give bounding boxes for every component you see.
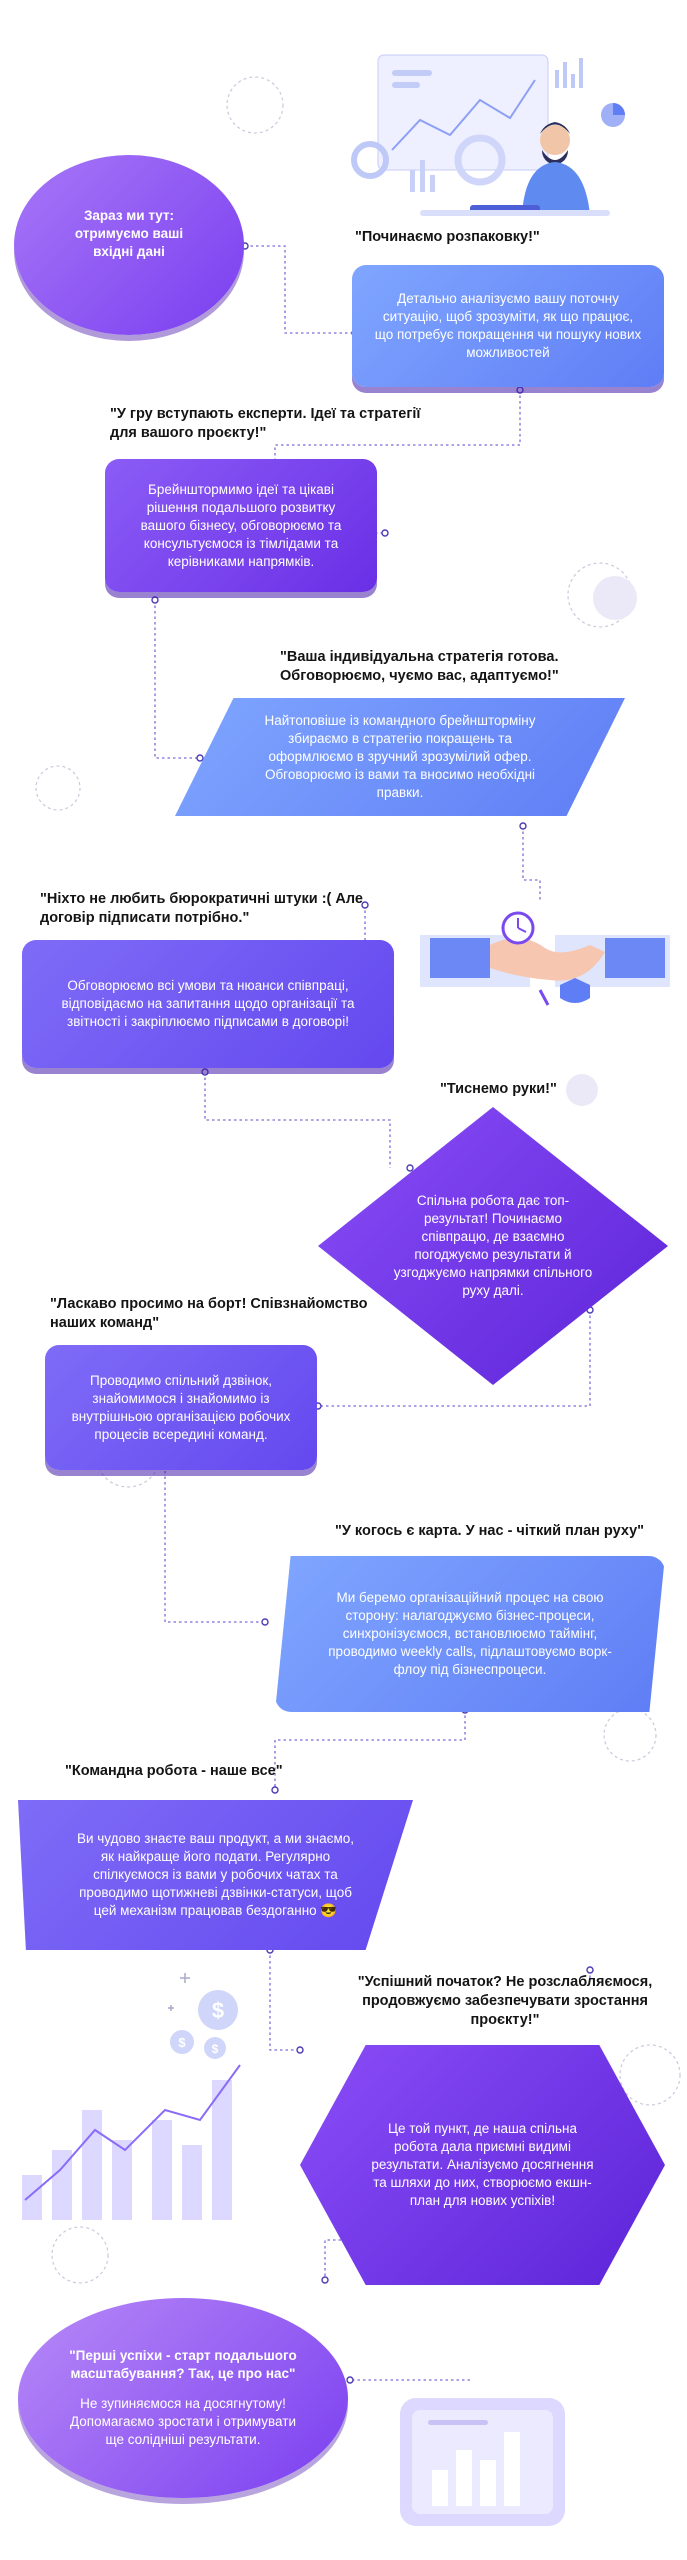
start-circle: Зараз ми тут: отримуємо ваші вхідні дані — [14, 155, 244, 335]
step-2-heading: "У гру вступають експерти. Ідеї та страт… — [110, 406, 421, 441]
connector-node — [321, 2276, 329, 2284]
step-5-heading: "Тиснемо руки!" — [440, 1081, 557, 1097]
step-8-heading: "Командна робота - наше все" — [65, 1763, 283, 1779]
decor-circle — [35, 765, 81, 811]
connector-line — [154, 600, 200, 759]
step-7-box: Ми беремо організаційний процес на свою … — [275, 1556, 665, 1712]
step-9-heading: "Успішний початок? Не розслабляємося, пр… — [357, 1974, 653, 2028]
connector-node — [201, 1068, 209, 1076]
step-2-box: Брейнштормимо ідеї та цікаві рішення под… — [105, 459, 377, 592]
finish-circle: "Перші успіхи - старт подальшого масштаб… — [18, 2298, 348, 2498]
step-2-text: Брейнштормимо ідеї та цікаві рішення под… — [140, 481, 342, 569]
step-6-box: Проводимо спільний дзвінок, знайомимося … — [45, 1345, 317, 1470]
connector-node — [361, 901, 369, 909]
decor-circle — [51, 2226, 109, 2284]
connector-line — [164, 1427, 265, 1623]
decor-blob — [593, 576, 637, 620]
step-7-text: Ми беремо організаційний процес на свою … — [328, 1590, 612, 1677]
finish-text: Не зупиняємося на досягнутому! Допомагає… — [70, 2396, 296, 2447]
step-7-heading: "У когось є карта. У нас - чіткий план р… — [335, 1523, 645, 1539]
step-9-diamond: Це той пункт, де наша спільна робота дал… — [300, 2045, 665, 2285]
connector-node — [271, 1786, 279, 1794]
step-1-heading: "Починаємо розпаковку!" — [355, 229, 540, 245]
step-6-text: Проводимо спільний дзвінок, знайомимося … — [71, 1372, 291, 1442]
step-3-heading: "Ваша індивідуальна стратегія готова. Об… — [280, 649, 559, 684]
connector-line — [204, 1072, 391, 1168]
start-label: Зараз ми тут: отримуємо ваші вхідні дані — [74, 208, 184, 259]
connector-node — [196, 754, 204, 762]
step-1-box: Детально аналізуємо вашу поточну ситуаці… — [352, 265, 664, 387]
connector-node — [519, 822, 527, 830]
step-3-text: Найтоповіше із командного брейншторміну … — [264, 713, 536, 800]
step-8-text: Ви чудово знаєте ваш продукт, а ми знаєм… — [76, 1831, 355, 1918]
step-4-heading: "Ніхто не любить бюрократичні штуки :( А… — [40, 891, 363, 926]
decor-circle — [603, 1708, 657, 1762]
connector-line — [245, 245, 355, 334]
connector-node — [406, 1164, 414, 1172]
decor-circle — [619, 2044, 681, 2106]
finish-heading: "Перші успіхи - старт подальшого масштаб… — [69, 2348, 297, 2381]
connector-node — [346, 2376, 354, 2384]
step-4-box: Обговорюємо всі умови та нюанси співпрац… — [22, 940, 394, 1068]
connector-line — [318, 1310, 591, 1407]
connector-line — [522, 826, 541, 900]
connector-line — [269, 1950, 300, 2051]
decor-blob — [566, 1074, 598, 1106]
step-3-box: Найтоповіше із командного брейншторміну … — [175, 698, 625, 816]
connector-node — [296, 2046, 304, 2054]
step-5-text: Спільна робота дає топ-результат! Почина… — [393, 1193, 593, 1298]
decor-circle — [226, 76, 284, 134]
step-1-text: Детально аналізуємо вашу поточну ситуаці… — [374, 291, 642, 360]
step-4-text: Обговорюємо всі умови та нюанси співпрац… — [61, 978, 355, 1029]
connector-node — [586, 1966, 594, 1974]
step-8-box: Ви чудово знаєте ваш продукт, а ми знаєм… — [18, 1800, 413, 1950]
step-9-text: Це той пункт, де наша спільна робота дал… — [371, 2121, 594, 2208]
connector-node — [261, 1618, 269, 1626]
step-6-heading: "Ласкаво просимо на борт! Співзнайомство… — [50, 1296, 368, 1331]
connector-node — [516, 386, 524, 394]
connector-node — [151, 596, 159, 604]
connector-node — [381, 529, 389, 537]
